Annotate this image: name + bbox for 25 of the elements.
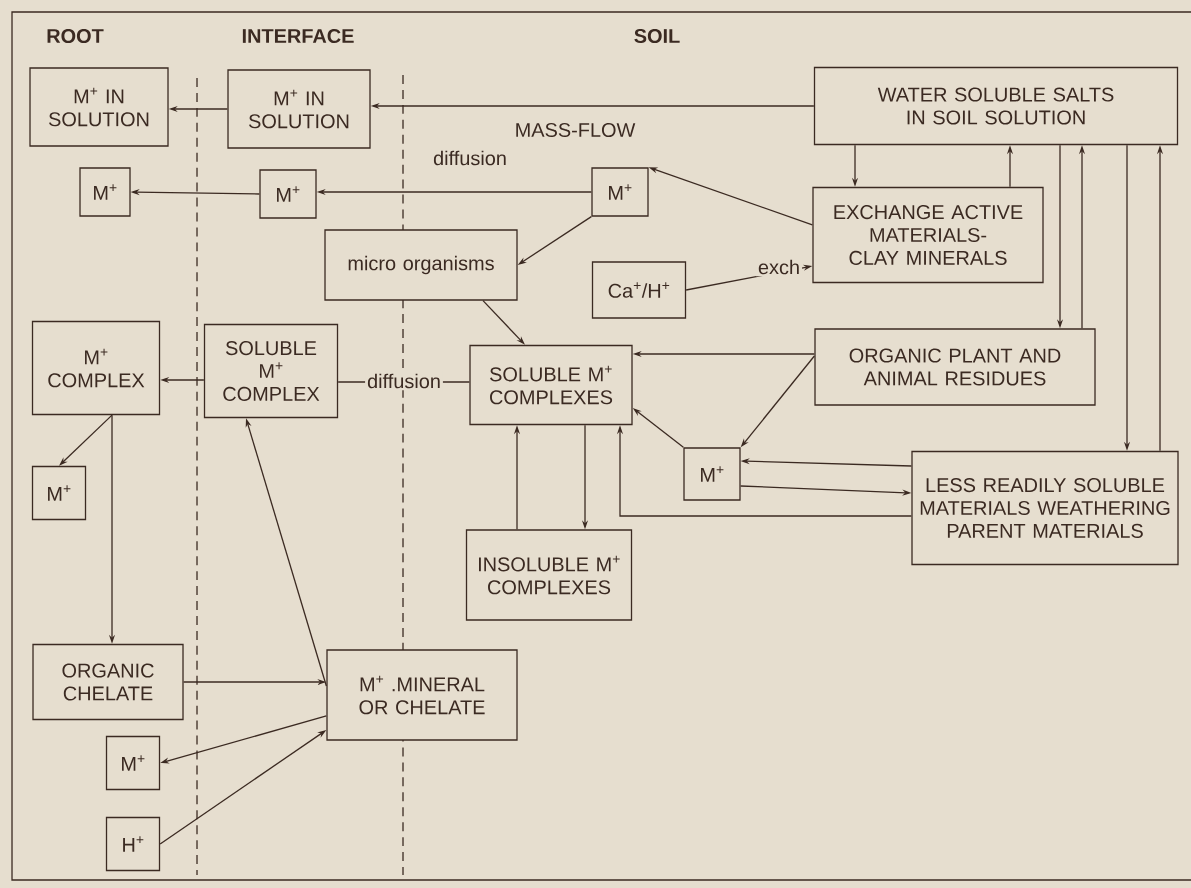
process-box: EXCHANGE ACTIVE MATERIALS-CLAY MINERALS — [812, 186, 1044, 284]
process-box: M$^{+}$ IN SOLUTION — [227, 69, 371, 149]
process-box: ORGANIC PLANT AND ANIMAL RESIDUES — [814, 328, 1096, 406]
column-heading: INTERFACE — [242, 28, 354, 44]
process-box: micro organisms — [324, 229, 518, 301]
process-box: M$^{+}$ — [591, 167, 649, 217]
process-box: M$^{+}$ — [105, 735, 161, 791]
process-box: SOLUBLE M$^{+}$ COMPLEXES — [469, 344, 633, 426]
process-box: SOLUBLE M$^{+}$ COMPLEX — [203, 323, 339, 419]
process-box: H$^{+}$ — [105, 816, 161, 872]
process-box: M$^{+}$ — [259, 169, 317, 219]
column-heading: ROOT — [47, 28, 104, 44]
process-box: Ca$^{+}$/H$^{+}$ — [591, 261, 687, 319]
process-box: M$^{+}$ — [31, 465, 87, 521]
process-box: ORGANIC CHELATE — [32, 643, 184, 721]
column-heading: SOIL — [634, 28, 680, 44]
process-box: M$^{+}$ IN SOLUTION — [29, 67, 169, 147]
process-box: M$^{+}$ — [79, 167, 131, 217]
process-box: INSOLUBLE M$^{+}$ COMPLEXES — [465, 529, 633, 621]
process-box: LESS READILY SOLUBLE MATERIALS WEATHERING PARENT MATERIALS — [911, 450, 1179, 566]
process-box: M$^{+}$ — [683, 447, 741, 501]
process-box: WATER SOLUBLE SALTS IN SOIL SOLUTION — [813, 66, 1179, 146]
process-box: M$^{+}$ .MINERAL OR CHELATE — [326, 649, 518, 741]
arrow — [59, 414, 113, 466]
process-box: M$^{+}$ COMPLEX — [31, 320, 161, 416]
